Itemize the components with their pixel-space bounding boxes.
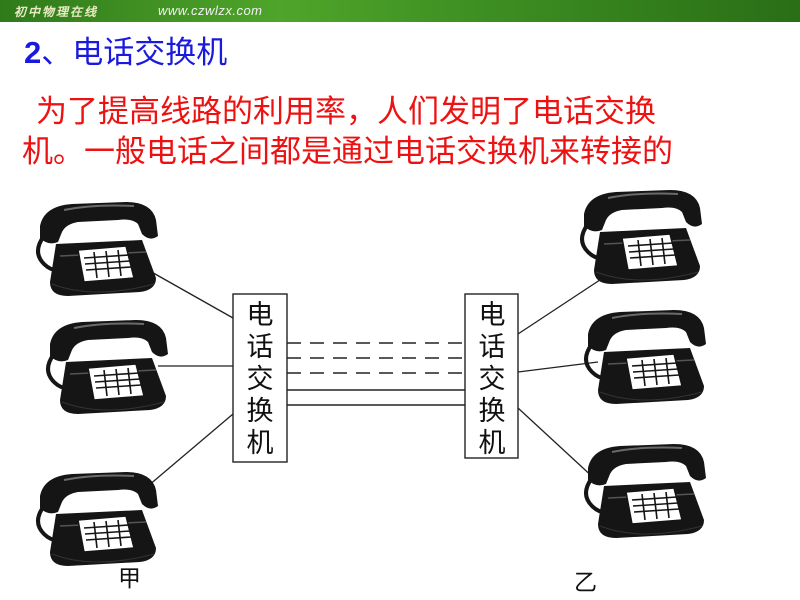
left-exchange-char-2: 话 — [247, 332, 274, 363]
right-exchange-char-4: 换 — [479, 396, 506, 427]
section-heading: 2、电话交换机 — [24, 27, 227, 72]
right-exchange: 电 话 交 换 机 — [464, 293, 519, 459]
section-title: 、电话交换机 — [41, 35, 228, 71]
telephone-icon — [584, 442, 708, 540]
left-exchange-char-1: 电 — [247, 300, 274, 331]
intro-paragraph: 为了提高线路的利用率，人们发明了电话交换 机。一般电话之间都是通过电话交换机来转… — [22, 92, 792, 172]
site-banner: 初中物理在线 www.czwlzx.com — [0, 0, 800, 22]
line-right-bottom — [517, 407, 597, 481]
right-exchange-char-3: 交 — [479, 364, 506, 395]
trunk-lines — [287, 342, 465, 406]
section-number: 2 — [24, 35, 42, 70]
right-exchange-char-1: 电 — [479, 300, 506, 331]
line-left-bottom — [147, 413, 234, 487]
telephone-icon — [46, 318, 170, 416]
telephone-icon — [36, 200, 160, 298]
left-exchange: 电 话 交 换 机 — [232, 293, 288, 463]
paragraph-line-1: 为了提高线路的利用率，人们发明了电话交换 — [36, 94, 656, 130]
telephone-icon — [36, 470, 160, 568]
paragraph-line-2: 机。一般电话之间都是通过电话交换机来转接的 — [22, 134, 673, 170]
left-exchange-char-5: 机 — [247, 428, 274, 459]
right-exchange-char-5: 机 — [479, 428, 506, 459]
right-exchange-box — [464, 293, 519, 459]
site-logo: 初中物理在线 — [14, 5, 99, 19]
left-side-label: 甲 — [118, 566, 141, 592]
telephone-icon — [580, 188, 704, 286]
line-right-top — [517, 271, 613, 335]
line-left-top — [147, 269, 234, 319]
left-exchange-char-3: 交 — [247, 364, 274, 395]
site-url[interactable]: www.czwlzx.com — [158, 3, 263, 18]
left-exchange-char-4: 换 — [247, 396, 274, 427]
telephone-icon — [584, 308, 708, 406]
right-side-label: 乙 — [574, 570, 597, 596]
left-exchange-box — [232, 293, 288, 463]
right-exchange-char-2: 话 — [479, 332, 506, 363]
